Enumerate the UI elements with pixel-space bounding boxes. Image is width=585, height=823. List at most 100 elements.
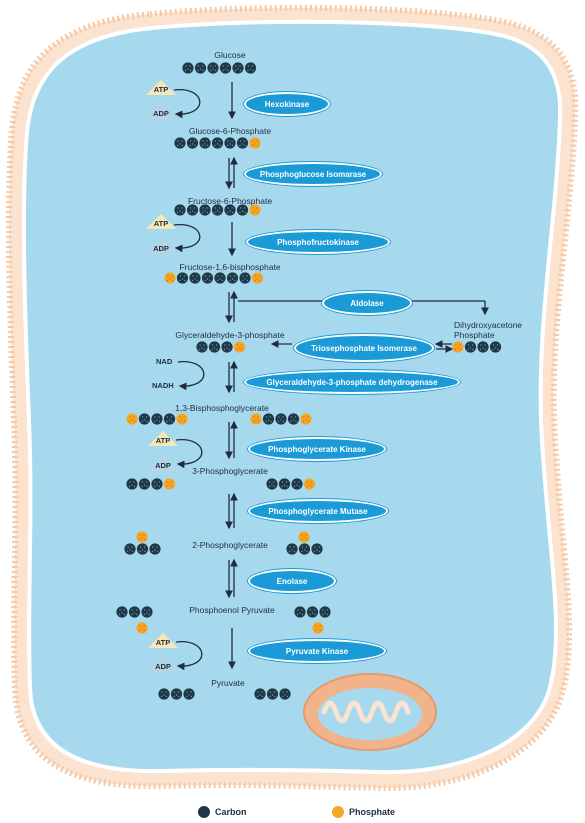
enzyme-hexokinase: Hexokinase <box>244 92 330 116</box>
carbon-atom <box>151 478 163 490</box>
carbon-atom <box>221 341 233 353</box>
enzyme-triosephosphate-isomerase: Triosephosphate Isomerase <box>294 334 434 362</box>
phosphate-atom <box>251 272 264 284</box>
mitochondrion <box>303 673 437 751</box>
label-1-3-bisphosphoglycerate: 1,3-Bisphosphoglycerate <box>175 403 269 413</box>
carbon-atom <box>306 606 319 618</box>
enzyme-g3p-dehydrogenase: Glyceraldehyde-3-phosphate dehydrogenase <box>244 370 460 394</box>
carbon-atom <box>236 204 249 216</box>
phosphate-atom <box>136 622 148 634</box>
carbon-atom <box>236 137 249 149</box>
carbon-atom <box>244 62 257 74</box>
carbon-atom <box>128 606 141 618</box>
carbon-atom <box>124 543 136 555</box>
nad-label: NAD <box>156 357 173 366</box>
label-3-phosphoglycerate: 3-Phosphoglycerate <box>192 466 268 476</box>
carbon-atom <box>136 543 149 555</box>
carbon-atom <box>186 137 199 149</box>
carbon-icon <box>198 806 210 818</box>
label-glyceraldehyde-3-phosphate: Glyceraldehyde-3-phosphate <box>175 330 285 340</box>
carbon-atom <box>311 543 323 555</box>
phosphate-atom <box>176 413 188 425</box>
legend-carbon: Carbon <box>198 806 247 818</box>
carbon-atom <box>211 204 224 216</box>
carbon-atom <box>477 341 489 353</box>
enzyme-aldolase: Aldolase <box>322 291 412 315</box>
carbon-atom <box>287 413 300 425</box>
label-2-phosphoglycerate: 2-Phosphoglycerate <box>192 540 268 550</box>
carbon-atom <box>149 543 161 555</box>
carbon-atom <box>186 204 199 216</box>
carbon-atom <box>196 341 208 353</box>
enzyme-pyruvate-kinase: Pyruvate Kinase <box>248 639 386 663</box>
carbon-atom <box>232 62 244 74</box>
enzyme-phosphofructokinase: Phosphofructokinase <box>246 230 390 254</box>
phosphate-atom <box>303 478 316 490</box>
phosphate-atom <box>163 478 176 490</box>
carbon-atom <box>278 478 291 490</box>
carbon-atom <box>262 413 275 425</box>
phosphate-atom <box>452 341 464 353</box>
carbon-atom <box>138 478 151 490</box>
carbon-atom <box>141 606 153 618</box>
carbon-atom <box>158 688 170 700</box>
carbon-atom <box>182 62 194 74</box>
carbon-atom <box>163 413 176 425</box>
label-phosphoenol-pyruvate: Phosphoenol Pyruvate <box>189 605 275 615</box>
carbon-atom <box>226 272 239 284</box>
carbon-atom <box>199 137 211 149</box>
phosphate-atom <box>233 341 246 353</box>
phosphate-atom <box>126 413 138 425</box>
phosphate-atom <box>312 622 324 634</box>
carbon-atom <box>189 272 201 284</box>
phosphate-atom <box>164 272 176 284</box>
carbon-atom <box>489 341 502 353</box>
phosphate-atom <box>298 531 310 543</box>
carbon-atom <box>298 543 311 555</box>
carbon-atom <box>174 204 186 216</box>
carbon-atom <box>219 62 232 74</box>
enzyme-phosphoglucose-isomarase: Phosphoglucose Isomarase <box>244 162 382 186</box>
carbon-atom <box>138 413 151 425</box>
carbon-atom <box>254 688 266 700</box>
carbon-atom <box>211 137 224 149</box>
phosphate-atom <box>249 204 261 216</box>
cytoplasm <box>21 19 563 775</box>
enzyme-enolase: Enolase <box>248 569 336 593</box>
carbon-atom <box>201 272 214 284</box>
carbon-atom <box>239 272 251 284</box>
carbon-atom <box>174 137 186 149</box>
carbon-atom <box>291 478 303 490</box>
phosphate-atom <box>250 413 262 425</box>
carbon-atom <box>266 688 279 700</box>
label-fructose-6-phosphate: Fructose-6-Phosphate <box>187 196 273 206</box>
phosphate-atom <box>300 413 312 425</box>
carbon-atom <box>170 688 183 700</box>
label-glucose-6-phosphate: Glucose-6-Phosphate <box>188 126 272 136</box>
carbon-atom <box>183 688 195 700</box>
carbon-atom <box>224 204 236 216</box>
carbon-atom <box>224 137 236 149</box>
carbon-atom <box>294 606 306 618</box>
carbon-atom <box>286 543 298 555</box>
carbon-atom <box>151 413 163 425</box>
phosphate-icon <box>332 806 344 818</box>
carbon-atom <box>275 413 287 425</box>
carbon-atom <box>176 272 189 284</box>
carbon-atom <box>266 478 278 490</box>
carbon-atom <box>194 62 207 74</box>
carbon-atom <box>279 688 291 700</box>
carbon-atom <box>126 478 138 490</box>
phosphate-atom <box>136 531 148 543</box>
label-fructose-1-6-bisphosphate: Fructose-1,6-bisphosphate <box>179 262 281 272</box>
carbon-atom <box>214 272 226 284</box>
legend-phosphate: Phosphate <box>332 806 395 818</box>
enzyme-phosphoglycerate-kinase: Phosphoglycerate Kinase <box>248 437 386 461</box>
label-pyruvate: Pyruvate <box>211 678 245 688</box>
carbon-atom <box>464 341 477 353</box>
carbon-atom <box>207 62 219 74</box>
carbon-atom <box>199 204 211 216</box>
carbon-atom <box>319 606 331 618</box>
